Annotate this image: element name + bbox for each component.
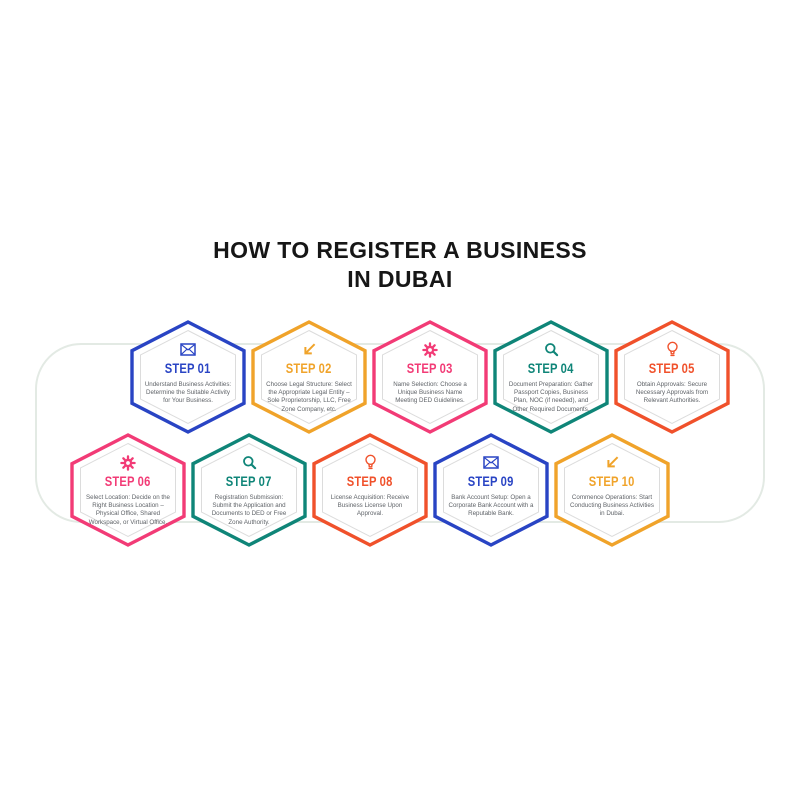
hexagon-outline <box>70 433 186 547</box>
step-description: Registration Submission: Submit the Appl… <box>211 494 287 526</box>
step-hexagon-5: STEP 05 Obtain Approvals: Secure Necessa… <box>614 320 730 434</box>
step-description: Select Location: Decide on the Right Bus… <box>86 494 170 526</box>
step-label: STEP 02 <box>286 360 332 376</box>
magnifier-icon <box>544 341 559 358</box>
hexagon-outline <box>312 433 428 547</box>
step-label: STEP 10 <box>589 473 635 489</box>
step-description: Obtain Approvals: Secure Necessary Appro… <box>635 381 709 405</box>
step-description: License Acquisition: Receive Business Li… <box>330 494 410 518</box>
step-description: Commence Operations: Start Conducting Bu… <box>570 494 654 518</box>
arrow-down-left-icon <box>605 454 620 471</box>
step-content: STEP 06 Select Location: Decide on the R… <box>70 433 186 547</box>
step-label: STEP 09 <box>468 473 514 489</box>
step-content: STEP 05 Obtain Approvals: Secure Necessa… <box>614 320 730 434</box>
step-content: STEP 03 Name Selection: Choose a Unique … <box>372 320 488 434</box>
hexagon-outline <box>433 433 549 547</box>
hexagon-outline <box>251 320 367 434</box>
gear-icon <box>120 454 136 471</box>
step-hexagon-8: STEP 08 License Acquisition: Receive Bus… <box>312 433 428 547</box>
page-title-line1: HOW TO REGISTER A BUSINESS <box>213 237 587 263</box>
step-hexagon-4: STEP 04 Document Preparation: Gather Pas… <box>493 320 609 434</box>
hexagon-outline <box>493 320 609 434</box>
step-description: Bank Account Setup: Open a Corporate Ban… <box>448 494 534 518</box>
step-content: STEP 10 Commence Operations: Start Condu… <box>554 433 670 547</box>
step-description: Document Preparation: Gather Passport Co… <box>508 381 594 413</box>
step-hexagon-2: STEP 02 Choose Legal Structure: Select t… <box>251 320 367 434</box>
step-label: STEP 07 <box>226 473 272 489</box>
page-title-line2: IN DUBAI <box>347 266 453 293</box>
step-hexagon-1: STEP 01 Understand Business Activities: … <box>130 320 246 434</box>
gear-icon <box>422 341 438 358</box>
hexagon-outline <box>614 320 730 434</box>
step-hexagon-10: STEP 10 Commence Operations: Start Condu… <box>554 433 670 547</box>
step-hexagon-6: STEP 06 Select Location: Decide on the R… <box>70 433 186 547</box>
step-hexagon-9: STEP 09 Bank Account Setup: Open a Corpo… <box>433 433 549 547</box>
step-label: STEP 08 <box>347 473 393 489</box>
step-label: STEP 03 <box>407 360 453 376</box>
magnifier-icon <box>242 454 257 471</box>
envelope-icon <box>483 454 499 471</box>
step-content: STEP 01 Understand Business Activities: … <box>130 320 246 434</box>
lightbulb-icon <box>666 341 679 358</box>
lightbulb-icon <box>364 454 377 471</box>
hexagon-outline <box>372 320 488 434</box>
step-content: STEP 02 Choose Legal Structure: Select t… <box>251 320 367 434</box>
step-hexagon-7: STEP 07 Registration Submission: Submit … <box>191 433 307 547</box>
step-description: Name Selection: Choose a Unique Business… <box>393 381 467 405</box>
step-content: STEP 04 Document Preparation: Gather Pas… <box>493 320 609 434</box>
step-label: STEP 06 <box>105 473 151 489</box>
page-title: HOW TO REGISTER A BUSINESS IN DUBAI <box>0 236 800 295</box>
step-description: Understand Business Activities: Determin… <box>144 381 232 405</box>
hexagon-outline <box>130 320 246 434</box>
step-hexagon-3: STEP 03 Name Selection: Choose a Unique … <box>372 320 488 434</box>
step-label: STEP 01 <box>165 360 211 376</box>
arrow-down-left-icon <box>302 341 317 358</box>
step-label: STEP 04 <box>528 360 574 376</box>
step-content: STEP 07 Registration Submission: Submit … <box>191 433 307 547</box>
step-content: STEP 09 Bank Account Setup: Open a Corpo… <box>433 433 549 547</box>
hexagon-outline <box>554 433 670 547</box>
envelope-icon <box>180 341 196 358</box>
step-description: Choose Legal Structure: Select the Appro… <box>266 381 352 413</box>
step-label: STEP 05 <box>649 360 695 376</box>
hexagon-outline <box>191 433 307 547</box>
step-content: STEP 08 License Acquisition: Receive Bus… <box>312 433 428 547</box>
